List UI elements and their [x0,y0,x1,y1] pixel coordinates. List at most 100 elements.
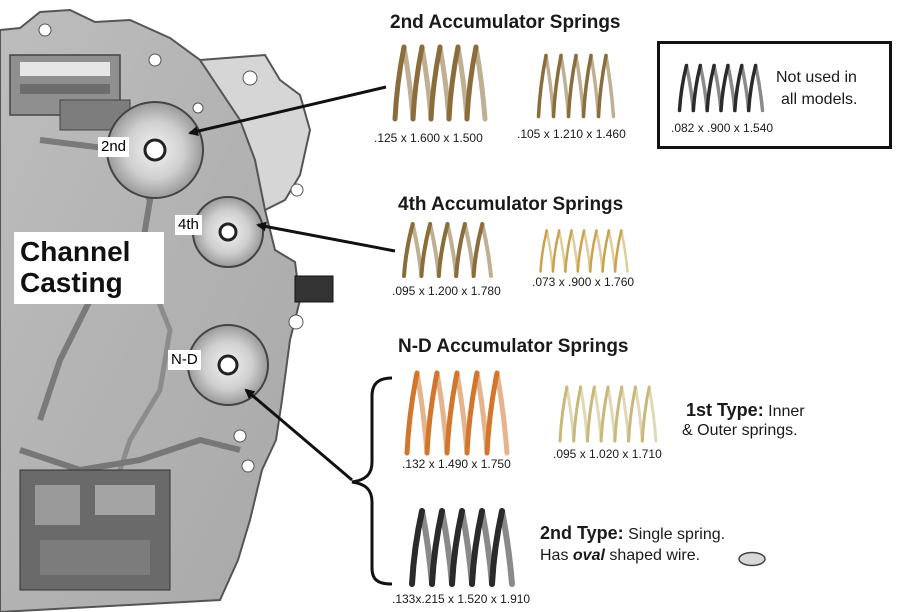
nd-type1-desc-part1: Inner [768,403,805,420]
spring-coil-front [464,44,479,122]
nd-type2-label: 2nd Type: [540,523,624,543]
spec-not-used: .082 x .900 x 1.540 [671,121,774,135]
spring-coil-front [469,508,485,587]
spring-coil-back [620,385,631,443]
spring-coil-back [480,222,493,278]
spring-coil-front [558,385,569,443]
spring-coil-front [449,508,465,587]
spring-coil-front [551,229,561,273]
nd-type1-note-line1: 1st Type: Inner [686,400,805,422]
spring-coil-front [596,53,608,119]
spring-coil-front [613,229,623,273]
spring-coil-front [428,44,443,122]
spring-coil-front [677,63,689,113]
spring-2nd-b [536,53,616,119]
spring-coil-front [536,53,548,119]
spring-coil-front [581,53,593,119]
channel-casting-image [0,8,334,612]
spec-nd-type1-inner: .095 x 1.020 x 1.710 [553,447,662,461]
spring-coil-front [404,370,420,456]
spec-nd-type2: .133x.215 x 1.520 x 1.910 [392,592,531,606]
spring-coil-back [604,53,616,119]
spring-coil-front [599,385,610,443]
spring-coil-front [419,222,433,278]
spring-coil-back [545,229,555,273]
spring-coil-front [489,508,505,587]
spring-coil-back [565,385,576,443]
spring-coil-front [454,222,467,278]
spec-4th-a: .095 x 1.200 x 1.780 [392,284,501,298]
spring-2nd-a [392,44,488,122]
spring-coil-front [564,229,573,273]
spring-coil-back [633,385,644,443]
spring-4th-b [539,229,629,273]
spring-coil-front [429,508,445,587]
spring-coil-back [570,229,580,273]
spring-coil-front [464,370,480,456]
spring-nd-type1-inner [558,385,658,443]
spring-not-used [677,63,765,113]
not-used-note-line2: all models. [781,91,858,108]
channel-casting-line2: Casting [20,267,123,298]
not-used-box [657,41,892,149]
spring-coil-back [607,229,617,273]
port-label-4th: 4th [175,215,202,235]
spring-coil-front [576,229,586,273]
nd-accumulator-heading: N-D Accumulator Springs [398,336,629,357]
nd-type2-desc-prefix: Has [540,547,569,564]
spec-2nd-b: .105 x 1.210 x 1.460 [517,127,626,141]
spring-coil-back [606,385,617,443]
nd-type2-desc-suffix: shaped wire. [609,547,701,564]
spring-coil-front [746,63,758,113]
spec-2nd-a: .125 x 1.600 x 1.500 [374,131,483,145]
spring-coil-front [402,222,415,278]
nd-type1-desc-part2: & Outer springs. [682,422,798,439]
nd-type2-note-line2: Has oval shaped wire. [540,546,700,566]
spring-coil-front [409,508,425,587]
nd-type2-desc-emph: oval [572,547,605,564]
nd-type1-label: 1st Type: [686,400,764,420]
spring-coil-back [557,229,567,273]
spring-coil-front [436,222,450,278]
spring-coil-front [640,385,651,443]
spring-coil-front [627,385,637,443]
spring-coil-back [494,370,510,456]
oval-wire-icon [738,551,766,567]
spring-coil-front [471,222,485,278]
spring-coil-front [484,370,500,456]
spring-coil-back [473,44,488,122]
spring-coil-front [613,385,624,443]
spring-coil-front [551,53,563,119]
spring-coil-front [588,229,598,273]
spring-coil-front [566,53,578,119]
spring-coil-front [572,385,583,443]
spring-coil-back [592,385,603,443]
spring-coil-front [601,229,611,273]
nd-type2-note-line1: 2nd Type: Single spring. [540,523,725,545]
spring-coil-back [579,385,589,443]
spring-coil-back [499,508,515,587]
spring-4th-a [402,222,493,278]
spec-nd-type1-outer: .132 x 1.490 x 1.750 [402,457,511,471]
spring-coil-front [446,44,461,122]
port-label-2nd: 2nd [98,137,130,157]
spring-coil-front [410,44,425,122]
channel-casting-label: Channel Casting [14,232,164,304]
port-label-nd: N-D [168,350,201,370]
second-accumulator-heading: 2nd Accumulator Springs [390,12,621,33]
spring-nd-type1-outer [404,370,510,456]
spring-coil-front [392,44,407,122]
nd-type2-desc-part1: Single spring. [628,526,726,543]
channel-casting-line1: Channel [20,236,131,267]
spring-coil-front [539,229,548,273]
fourth-accumulator-heading: 4th Accumulator Springs [398,194,624,215]
spring-coil-back [582,229,592,273]
spring-coil-front [444,370,460,456]
not-used-note-line1: Not used in [776,69,857,86]
spring-coil-front [585,385,596,443]
spec-4th-b: .073 x .900 x 1.760 [532,275,635,289]
spring-coil-back [647,385,658,443]
spring-nd-type2 [409,508,515,587]
spring-coil-front [733,63,744,113]
spring-coil-back [595,229,604,273]
